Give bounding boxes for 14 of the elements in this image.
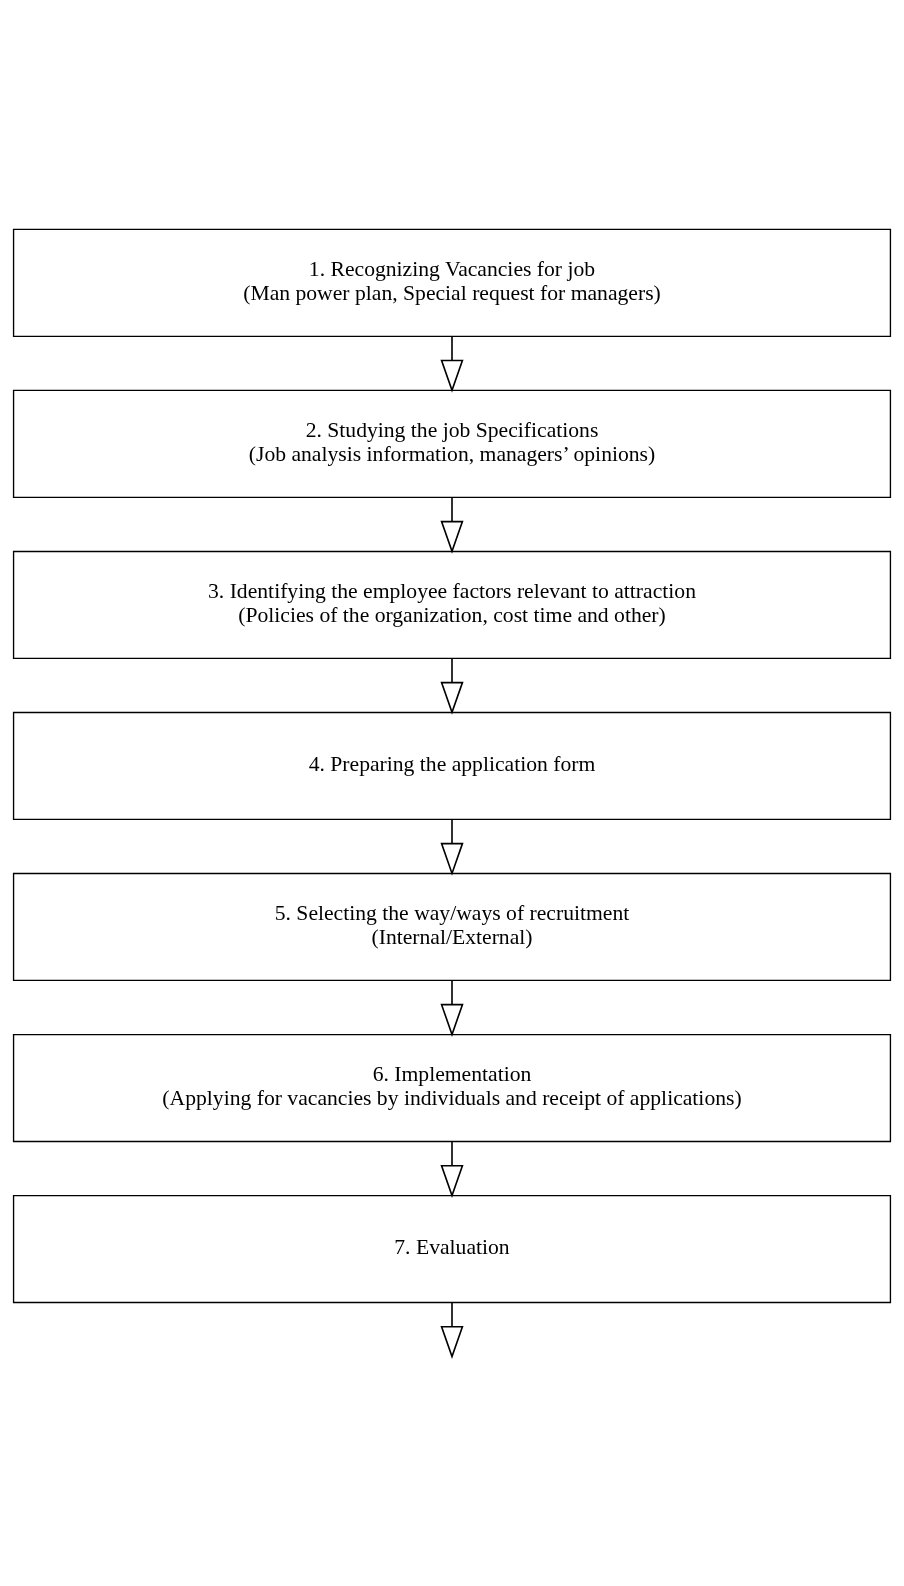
node-box: 1. Recognizing Vacancies for job (Man power plan, Special request for managers) [12,228,892,337]
arrow [440,1301,464,1359]
arrow [440,979,464,1037]
arrow [440,496,464,554]
arrow [440,1140,464,1198]
node-box: 3. Identifying the employee factors relevant to attraction (Policies of the organization, cost time and other) [12,550,892,659]
node-box: 7. Evaluation [12,1194,892,1303]
node-box: 4. Preparing the application form [12,711,892,820]
node-box: 5. Selecting the way/ways of recruitment (Internal/External) [12,872,892,981]
node-box: 2. Studying the job Specifications (Job analysis information, managers’ opinions) [12,389,892,498]
node-box: 6. Implementation (Applying for vacancies by individuals and receipt of applications) [12,1033,892,1142]
arrow [440,335,464,393]
arrow [440,657,464,715]
arrow [440,818,464,876]
